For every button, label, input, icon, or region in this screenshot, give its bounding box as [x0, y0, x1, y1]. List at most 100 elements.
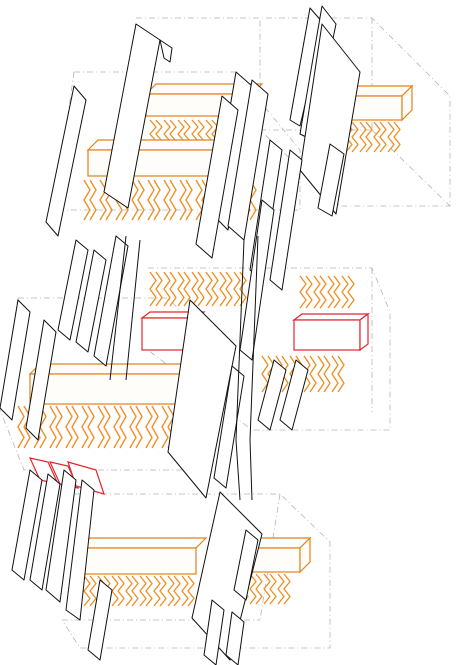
connector-pin [163, 179, 171, 221]
connector-pin [351, 121, 359, 153]
panel-left-low-1 [11, 469, 43, 581]
connector-pin [183, 271, 191, 307]
panel-bottom-left-3 [225, 611, 245, 665]
panel-mid-right [213, 365, 245, 489]
panel-center-3 [239, 199, 275, 361]
connector-pin [173, 575, 181, 607]
connector-pin [309, 355, 317, 393]
panel-top-left-2 [159, 39, 173, 63]
box-bottom [61, 493, 331, 649]
connector-pin [111, 575, 119, 607]
connector-pin [83, 575, 91, 607]
connector-pin [131, 575, 139, 607]
connector-pin [117, 575, 125, 607]
connector-pin [205, 271, 213, 307]
connector-pin [379, 121, 387, 153]
connector-pin [269, 573, 277, 605]
bar-middle-left [28, 363, 200, 405]
connector-pin [153, 179, 161, 221]
panel-top-3 [299, 23, 361, 215]
connector-pin [313, 275, 321, 309]
pins-top-right [345, 121, 401, 153]
connector-pin [83, 179, 91, 221]
connector-pin [239, 271, 247, 307]
connector-pin [191, 271, 199, 307]
panel-bottom-left-1 [87, 579, 113, 661]
panel-upper-left [45, 85, 87, 237]
connector-pin [119, 405, 127, 449]
connector-pin [181, 575, 189, 607]
connector-pin [195, 179, 203, 221]
board-panels [0, 5, 361, 665]
panel-left-low-4 [65, 479, 95, 621]
connector-pin [97, 405, 105, 449]
panel-left-mid-2 [75, 249, 107, 353]
panel-center-2 [269, 149, 303, 291]
connector-pin [131, 179, 139, 221]
connector-pin [331, 355, 339, 393]
connector-pin [139, 575, 147, 607]
connector-pin [319, 275, 327, 309]
connector-pin [89, 575, 97, 607]
connecting-rods [109, 235, 259, 501]
connector-pin [153, 575, 161, 607]
connector-pin [125, 575, 133, 607]
pins-middle-left [17, 405, 191, 449]
connector-pin [263, 573, 271, 605]
connector-pin [341, 275, 349, 309]
connector-pin [155, 271, 163, 307]
connector-pin [359, 121, 367, 153]
panel-left-2 [25, 319, 57, 441]
connector-pin [185, 179, 193, 221]
connector-pin [337, 355, 345, 393]
connector-pin [151, 405, 159, 449]
panel-mid-right-2 [257, 359, 287, 431]
connector-pin [197, 271, 205, 307]
connector-pin [333, 275, 341, 309]
connector-pin [103, 405, 111, 449]
connector-pin [137, 179, 145, 221]
connector-pin [163, 271, 171, 307]
connector-pin [393, 121, 401, 153]
connector-pin [249, 573, 257, 605]
panel-top-left-1 [103, 23, 161, 209]
connector-pin [347, 275, 355, 309]
connector-pin [49, 405, 57, 449]
panel-bottom-center [191, 491, 263, 661]
connector-pin [81, 405, 89, 449]
panel-bottom-left-2 [203, 599, 225, 665]
connector-pin [129, 405, 137, 449]
bar-bottom-right [232, 536, 312, 574]
panel-left-mid-3 [93, 235, 129, 367]
connector-pin [89, 179, 97, 221]
connector-pin [149, 271, 157, 307]
connector-pin [305, 275, 313, 309]
connector-pin [225, 271, 233, 307]
connector-pin [145, 575, 153, 607]
connector-pin [113, 405, 121, 449]
panel-mid-right-3 [279, 359, 309, 431]
panel-left-mid-1 [57, 239, 89, 341]
connector-pin [283, 573, 291, 605]
panel-bottom-right [233, 529, 259, 601]
connector-pin [187, 575, 195, 607]
connector-pin [211, 271, 219, 307]
connector-pin [159, 575, 167, 607]
connector-pin [277, 573, 285, 605]
connector-pin [327, 275, 335, 309]
connector-pin [177, 271, 185, 307]
connector-pin [299, 275, 307, 309]
connector-pin [219, 271, 227, 307]
connector-pin [179, 179, 187, 221]
panel-right-1 [317, 143, 345, 217]
connector-pin [261, 355, 269, 393]
connector-pin [99, 179, 107, 221]
pins-middle-upper [149, 271, 247, 307]
connector-pin [167, 575, 175, 607]
connector-pin [169, 179, 177, 221]
connector-pin [169, 271, 177, 307]
panel-mid-big [167, 299, 237, 499]
connector-pin [65, 405, 73, 449]
